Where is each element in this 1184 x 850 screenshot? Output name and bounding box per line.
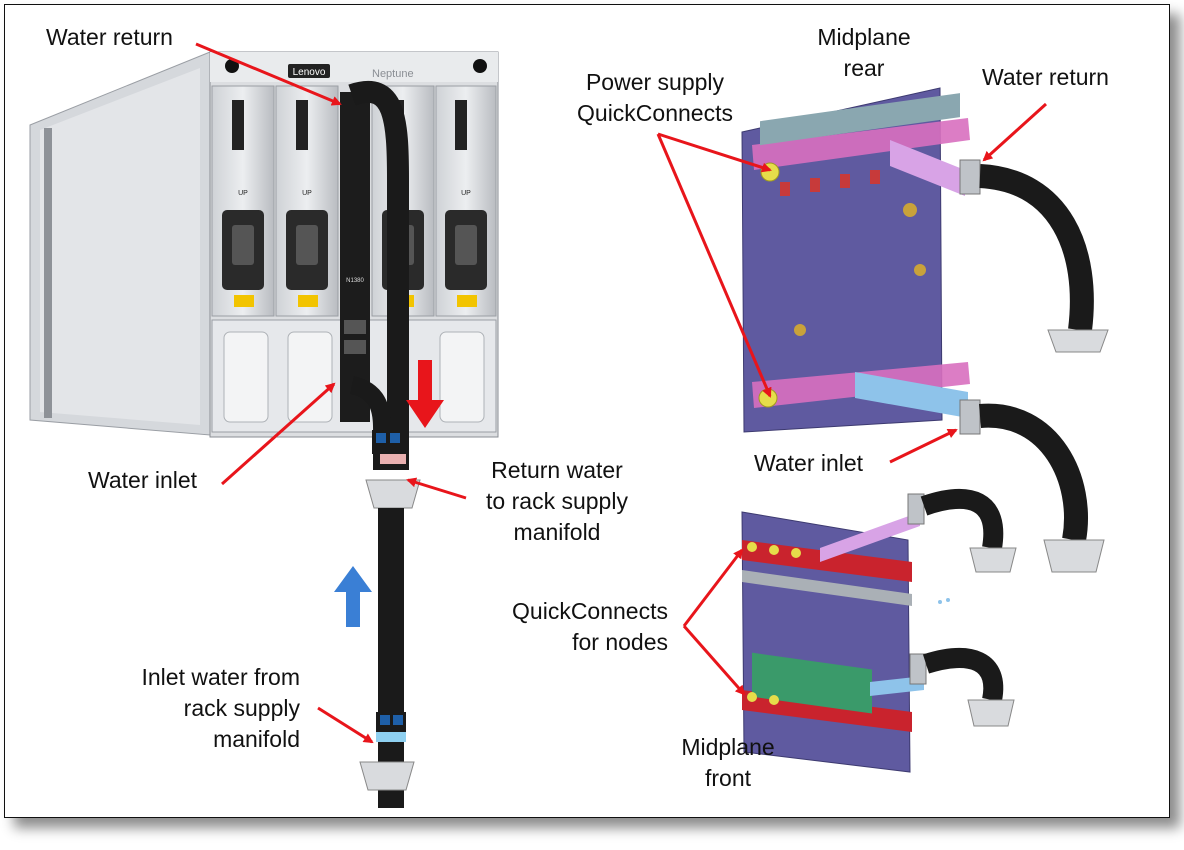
- lenovo-logo: [288, 64, 330, 78]
- hose-collar: [380, 454, 406, 464]
- power-quickconnect: [760, 162, 780, 182]
- return-hose: [348, 80, 409, 470]
- rear-connector: [870, 170, 880, 184]
- rear-rail-top: [760, 93, 960, 146]
- return-manifold-pipe: [890, 140, 965, 196]
- midplane-front: [741, 489, 1017, 773]
- rear-fitting: [914, 264, 926, 276]
- label-quickconnects-for-nodes: QuickConnects for nodes: [512, 598, 668, 655]
- label-water-inlet-left: Water inlet: [88, 467, 198, 493]
- hose-tag: [390, 433, 400, 443]
- node-quickconnect: [791, 548, 801, 558]
- svg-text:UP: UP: [461, 190, 471, 197]
- front-inlet-hose: [922, 648, 1004, 702]
- hose-tag: [376, 433, 386, 443]
- callout-arrow-return-water: [406, 477, 467, 500]
- psu-bay: UP: [435, 85, 497, 317]
- rear-power-bar-top: [752, 118, 970, 170]
- lower-bay-handle: [439, 331, 485, 423]
- lower-bay-handle: [223, 331, 269, 423]
- svg-text:UP: UP: [238, 190, 248, 197]
- label-water-inlet-right: Water inlet: [754, 450, 864, 476]
- chassis-screw-hole: [473, 59, 487, 73]
- front-return-flange: [907, 493, 925, 525]
- front-return-coupling: [969, 547, 1017, 573]
- callout-arrow-water-return-left: [195, 42, 342, 106]
- callout-arrow-power-supply-top: [657, 132, 772, 173]
- label-water-return-left: Water return: [46, 24, 173, 50]
- management-port: [344, 320, 366, 334]
- label-midplane-rear: Midplane rear: [817, 24, 911, 81]
- return-coupling-right: [1047, 329, 1109, 353]
- node-board: [752, 652, 872, 714]
- front-inlet-coupling: [967, 699, 1015, 727]
- lenovo-logo-text: Lenovo: [293, 67, 326, 78]
- callout-arrows: [195, 42, 1048, 744]
- label-water-return-right: Water return: [982, 64, 1109, 90]
- front-return-hose: [920, 489, 1004, 550]
- chassis-side-panel: [40, 68, 200, 425]
- quickconnect-rail-top: [742, 540, 912, 582]
- arrow-down-icon: [406, 360, 444, 428]
- chassis-top-bar: [210, 52, 498, 82]
- neptune-logo-text: Neptune: [372, 68, 414, 80]
- hose-tag: [380, 715, 390, 725]
- rear-fitting: [794, 324, 806, 336]
- label-return-water: Return water to rack supply manifold: [486, 457, 628, 545]
- hose-tag: [393, 715, 403, 725]
- inlet-coupling-right: [1043, 539, 1105, 573]
- label-inlet-water: Inlet water from rack supply manifold: [141, 664, 301, 752]
- inlet-manifold-pipe: [855, 372, 968, 418]
- node-quickconnect: [769, 545, 779, 555]
- inlet-hose-right: [978, 403, 1088, 543]
- management-port: [344, 340, 366, 354]
- inlet-flange: [959, 399, 981, 435]
- node-quickconnect: [747, 692, 757, 702]
- vertical-hose: [378, 508, 404, 808]
- return-coupling: [365, 479, 421, 509]
- rear-connector: [780, 182, 790, 196]
- module-label: N1380: [346, 278, 364, 284]
- psu-bay: UP: [275, 85, 339, 317]
- front-return-pipe: [820, 512, 920, 562]
- svg-text:UP: UP: [302, 190, 312, 197]
- rear-fitting: [903, 203, 917, 217]
- return-hose-right: [978, 164, 1094, 332]
- hose-collar: [376, 732, 406, 742]
- front-rail: [742, 570, 912, 606]
- rear-connector: [840, 174, 850, 188]
- psu-bay: UP: [211, 85, 275, 317]
- arrow-up-icon: [334, 566, 372, 627]
- node-quickconnect: [747, 542, 757, 552]
- callout-arrow-water-inlet-left: [221, 382, 336, 486]
- return-flange: [959, 159, 981, 195]
- callout-arrow-quickconnects-bottom: [682, 625, 746, 696]
- management-module: [340, 92, 370, 422]
- front-inlet-flange: [909, 653, 927, 685]
- chassis-rack-ear: [44, 128, 52, 418]
- chassis-screw-hole: [225, 59, 239, 73]
- label-midplane-front: Midplane front: [681, 734, 775, 791]
- chassis: Lenovo Neptune UP UP UP: [29, 51, 499, 438]
- lower-bay-handle: [287, 331, 333, 423]
- label-power-supply-quickconnects: Power supply QuickConnects: [577, 69, 733, 126]
- callout-arrow-quickconnects-top: [682, 548, 744, 627]
- chassis-hose: [348, 80, 421, 808]
- inlet-coupling: [359, 761, 415, 791]
- callout-arrow-power-supply-bottom: [656, 133, 772, 398]
- node-quickconnect: [769, 695, 779, 705]
- callout-arrow-inlet-water: [317, 706, 374, 744]
- callout-arrow-water-return-right: [982, 102, 1048, 162]
- callout-arrow-water-inlet-right: [889, 428, 958, 464]
- rear-connector: [810, 178, 820, 192]
